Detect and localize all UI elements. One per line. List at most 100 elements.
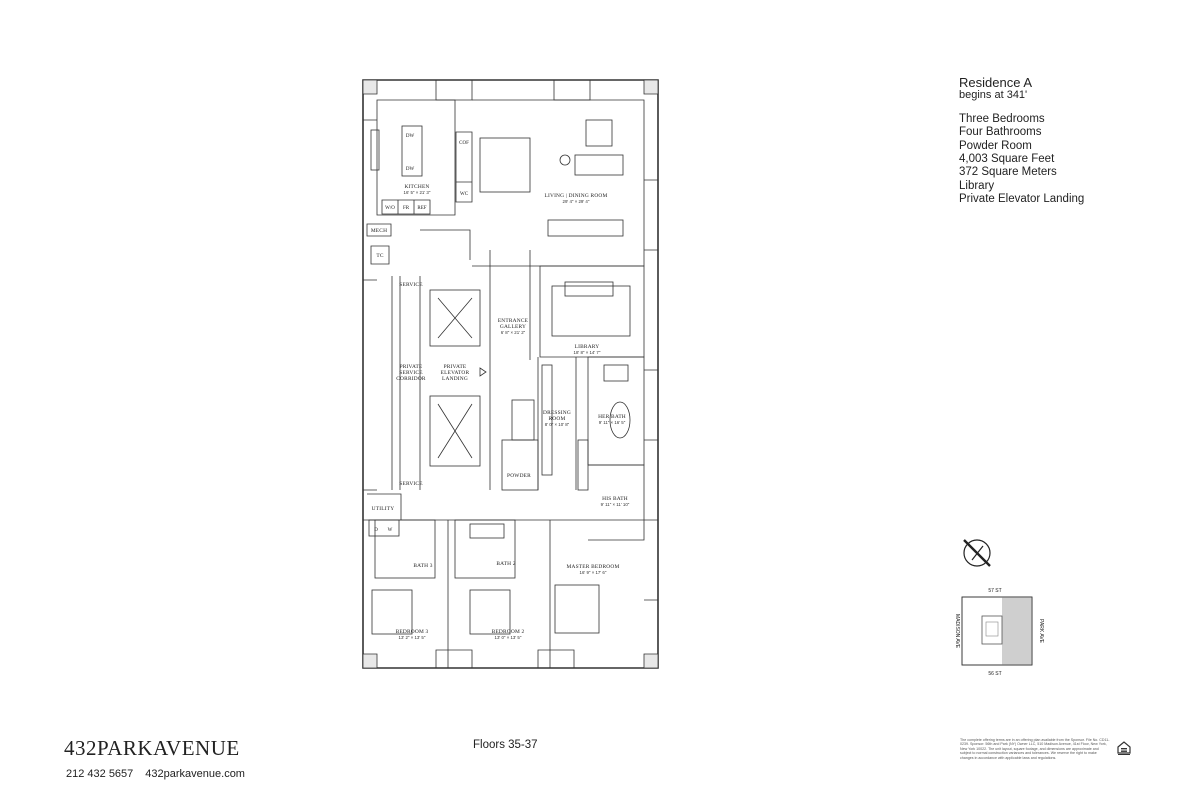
bedroom3-dims: 13' 2" × 13' 5" <box>399 635 426 640</box>
d-label: D <box>374 528 378 533</box>
coffee-table <box>585 119 613 147</box>
bath3 <box>374 519 436 579</box>
corner-column <box>362 79 659 669</box>
feature-item: Three Bedrooms <box>959 112 1045 125</box>
her-vanity <box>603 364 629 382</box>
compass-icon <box>963 539 991 567</box>
bath2 <box>454 519 516 579</box>
tc-label: TC <box>376 253 383 259</box>
armchair-set <box>479 137 531 193</box>
mech-room <box>366 223 392 265</box>
living-room-walls <box>472 99 645 267</box>
elevator-x-2 <box>437 403 473 459</box>
gallery-label-1: ENTRANCE <box>498 318 529 324</box>
bedroom2-dims: 13' 0" × 13' 5" <box>495 635 522 640</box>
dw-label-2: DW <box>406 167 415 172</box>
elevator-shaft-2 <box>429 395 481 467</box>
contact-info: 212 432 5657 432parkavenue.com <box>66 768 257 780</box>
feature-item: Private Elevator Landing <box>959 193 1085 206</box>
living-label: LIVING | DINING ROOM <box>544 193 607 199</box>
floors-label: Floors 35-37 <box>473 739 538 751</box>
fr-label: FR <box>403 206 410 211</box>
dressing-label-2: ROOM <box>549 416 566 422</box>
service-label-top: SERVICE <box>399 282 423 288</box>
washer-dryer <box>368 519 400 537</box>
north-street-label: 57 ST <box>988 588 1001 594</box>
residence-subtitle: begins at 341' <box>959 89 1028 102</box>
south-street-label: 56 ST <box>988 671 1001 677</box>
cof-label: COF <box>459 141 469 146</box>
bath2-label: BATH 2 <box>496 561 515 567</box>
stair-core <box>419 229 471 490</box>
dressing-closet <box>511 399 535 441</box>
bed-2 <box>469 589 511 635</box>
gallery-walls <box>489 250 531 490</box>
wc-label: WC <box>460 192 469 197</box>
feature-item: 4,003 Square Feet <box>959 153 1055 166</box>
website-link[interactable]: 432parkavenue.com <box>145 768 245 780</box>
elevator-label-1: PRIVATE <box>444 364 467 370</box>
powder-room <box>501 439 539 491</box>
her-bath <box>587 356 645 466</box>
her-bath-dims: 9' 11" × 16' 5" <box>599 420 626 425</box>
dining-table <box>547 219 624 237</box>
residence-title: Residence A <box>959 75 1032 90</box>
master-label: MASTER BEDROOM <box>567 564 620 570</box>
kitchen-island <box>401 125 423 177</box>
library-dims: 18' 8" × 14' 7" <box>574 350 601 355</box>
living-dims: 29' 4" × 29' 4" <box>563 199 590 204</box>
closet-left <box>541 364 553 476</box>
east-street-label: PARK AVE <box>1038 619 1044 644</box>
bedroom2-label: BEDROOM 2 <box>492 629 525 635</box>
his-bath-label: HIS BATH <box>602 496 628 502</box>
bathtub <box>609 401 631 439</box>
west-street-label: MADISON AVE <box>954 614 960 649</box>
library-sofa <box>564 281 614 297</box>
residence-info: Residence A begins at 341' Three Bedroom… <box>959 76 1159 207</box>
sofa <box>574 154 624 176</box>
gallery-label-2: GALLERY <box>500 324 526 330</box>
utility-label: UTILITY <box>372 506 395 512</box>
side-table <box>559 154 571 166</box>
w-label: W <box>388 528 393 533</box>
library-rug <box>551 285 631 337</box>
powder-label: POWDER <box>507 473 531 479</box>
elevator-shaft-1 <box>429 289 481 347</box>
service-label-bottom: SERVICE <box>399 481 423 487</box>
kitchen-dims: 16' 5" × 21' 3" <box>404 190 431 195</box>
bath3-label: BATH 3 <box>413 563 432 569</box>
coffee-wc <box>455 131 473 203</box>
brand-logo: 432PARKAVENUE <box>64 736 240 760</box>
corridor-label-1: PRIVATE <box>400 364 423 370</box>
feature-item: 372 Square Meters <box>959 166 1057 179</box>
corridor-label-3: CORRIDOR <box>396 376 426 382</box>
feature-item: Powder Room <box>959 139 1032 152</box>
kitchen-walls <box>376 99 456 216</box>
corridor-label-2: SERVICE <box>399 370 423 376</box>
feature-item: Four Bathrooms <box>959 126 1042 139</box>
closet-right <box>577 439 589 491</box>
dressing-label-1: DRESSING <box>543 410 571 416</box>
legal-disclaimer: The complete offering terms are in an of… <box>960 738 1110 760</box>
dressing-dims: 8' 0" × 10' 8" <box>545 422 570 427</box>
gallery-dims: 6' 8" × 21' 2" <box>501 330 526 335</box>
elevator-label-3: LANDING <box>442 376 468 382</box>
ref-label: REF <box>417 206 426 211</box>
master-dims: 16' 9" × 17' 6" <box>580 570 607 575</box>
feature-item: Library <box>959 179 995 192</box>
bed-3 <box>371 589 413 635</box>
her-bath-label: HER BATH <box>598 414 626 420</box>
master-bed <box>554 584 600 634</box>
wo-label: W/O <box>385 206 395 211</box>
phone-number: 212 432 5657 <box>66 768 134 780</box>
equal-housing-icon <box>1117 741 1131 755</box>
his-bath-dims: 9' 11" × 11' 10" <box>601 502 630 507</box>
locator-map <box>961 596 1033 666</box>
bathtub-2 <box>469 523 505 539</box>
service-corridor <box>391 276 401 490</box>
elevator-label-2: ELEVATOR <box>441 370 470 376</box>
bedroom3-label: BEDROOM 3 <box>396 629 429 635</box>
his-bath <box>588 464 645 541</box>
library-label: LIBRARY <box>575 344 600 350</box>
entry-arrow-icon <box>479 367 487 377</box>
